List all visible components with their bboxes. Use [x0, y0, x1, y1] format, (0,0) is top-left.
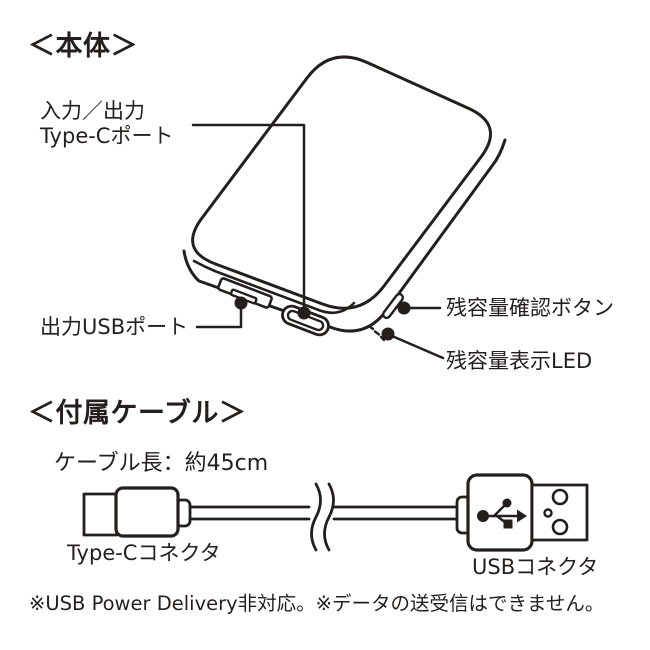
- cable-break-icon: [310, 482, 335, 552]
- device-seam: [192, 259, 356, 315]
- led-marks: [367, 324, 386, 342]
- section-title-body: ＜本体＞: [28, 31, 138, 62]
- leader-dot-typec: [297, 306, 311, 320]
- leader-lines: [191, 123, 445, 360]
- leader-led: [390, 334, 445, 360]
- leader-dot-led: [381, 327, 395, 341]
- device-top-face: [191, 55, 492, 310]
- label-check-button: 残容量確認ボタン: [446, 296, 614, 320]
- label-usb-port: 出力USBポート: [40, 315, 189, 339]
- typec-connector-shape: [82, 486, 192, 538]
- leader-usb-port: [195, 305, 243, 329]
- section-title-cable: ＜付属ケーブル＞: [28, 398, 247, 429]
- label-led: 残容量表示LED: [446, 349, 593, 373]
- device-silhouette: [182, 138, 507, 333]
- usb-trident-icon: [477, 498, 527, 529]
- cable-line-left: [188, 505, 311, 521]
- leader-dot-usb: [234, 296, 248, 310]
- leader-dot-button: [397, 301, 411, 315]
- label-typec-port-line1: 入力／出力: [40, 99, 145, 123]
- usb-connector-shape: [455, 473, 589, 552]
- footnote: ※USB Power Delivery非対応。※データの送受信はできません。: [29, 592, 605, 615]
- label-cable-length: ケーブル長：約45cm: [54, 451, 269, 476]
- leader-typec-port: [191, 123, 306, 310]
- cable-line-right: [332, 505, 461, 521]
- check-button-shape: [381, 292, 405, 320]
- label-typec-connector: Type-Cコネクタ: [67, 541, 221, 565]
- cable-illustration: [82, 473, 589, 552]
- device-illustration: [182, 55, 507, 342]
- label-usb-connector: USBコネクタ: [472, 555, 599, 579]
- label-typec-port-line2: Type-Cポート: [40, 124, 174, 148]
